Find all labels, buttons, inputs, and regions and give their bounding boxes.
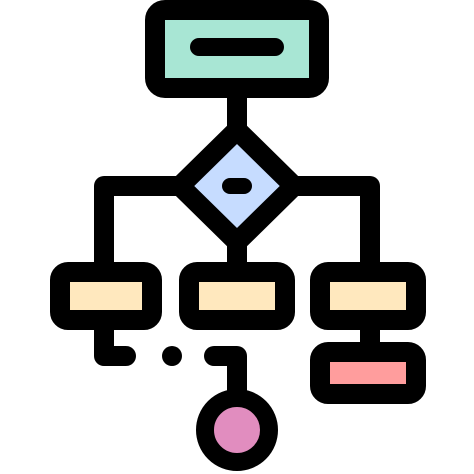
connector-diamond-left xyxy=(94,176,190,282)
alert-box xyxy=(310,342,426,404)
start-box-label-bar xyxy=(190,38,284,56)
decision-label-bar xyxy=(222,178,252,194)
process-left xyxy=(50,262,162,330)
end-circle xyxy=(196,389,278,471)
connector-diamond-right xyxy=(284,176,380,282)
process-middle xyxy=(179,262,295,330)
connector-dot xyxy=(162,346,182,366)
connector-to-circle xyxy=(204,346,247,406)
connector-left-down xyxy=(94,310,136,366)
process-right xyxy=(310,262,426,330)
